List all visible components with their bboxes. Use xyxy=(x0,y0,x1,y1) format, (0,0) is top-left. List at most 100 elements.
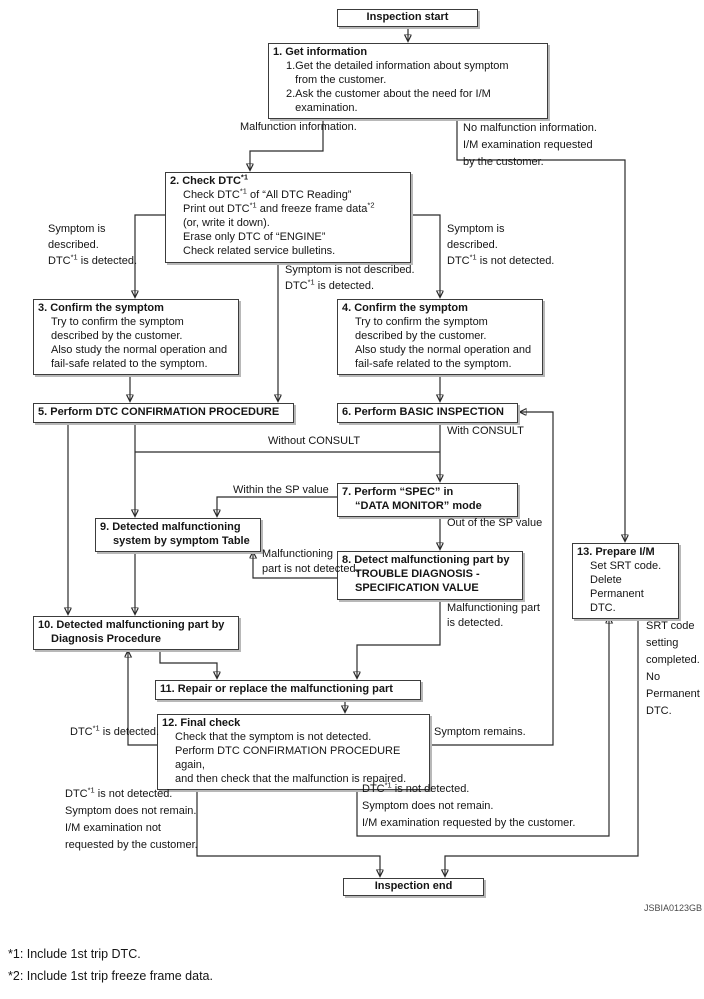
connector-12-to-6-loop xyxy=(430,412,554,746)
node-title: 1. Get information xyxy=(273,46,368,58)
node-line: and then check that the malfunction is r… xyxy=(175,772,407,785)
node-title: 13. Prepare I/M xyxy=(577,546,655,558)
connector-10-to-11 xyxy=(159,649,217,678)
edge-label-line: by the customer. xyxy=(463,156,544,168)
edge-label-malfunctioning-part-not-detected: Malfunctioning part is not detected. xyxy=(262,547,359,577)
edge-label-line: DTC*1 is detected. xyxy=(70,723,160,738)
edge-label-without-consult: Without CONSULT xyxy=(268,434,360,449)
connector-7-to-9 xyxy=(217,496,337,516)
node-line: (or, write it down). xyxy=(183,216,270,229)
connector-8-to-11 xyxy=(357,600,441,678)
node-title: 11. Repair or replace the malfunctioning… xyxy=(160,683,393,695)
edge-label-line: setting xyxy=(646,637,679,649)
node-title: 2. Check DTC*1 xyxy=(170,172,249,187)
footnote-1: *1: Include 1st trip DTC. xyxy=(8,947,141,961)
connector-8-to-9-loop xyxy=(253,552,337,579)
node-title: 4. Confirm the symptom xyxy=(342,302,468,314)
edge-label-line: described. xyxy=(447,239,498,251)
node-title: 7. Perform “SPEC” in xyxy=(342,486,454,498)
node-line: 1.Get the detailed information about sym… xyxy=(286,59,509,72)
edge-label-symptom-remains: Symptom remains. xyxy=(434,725,526,740)
edge-label-line: Malfunctioning part xyxy=(447,602,540,614)
node-line: “DATA MONITOR” mode xyxy=(355,499,482,512)
edge-label-line: I/M examination requested xyxy=(463,139,593,151)
edge-label-line: Symptom is not described. xyxy=(285,264,415,276)
edge-label-line: With CONSULT xyxy=(447,425,524,437)
edge-label-within-sp-value: Within the SP value xyxy=(233,483,329,498)
node-title: 10. Detected malfunctioning part by xyxy=(38,619,225,631)
edge-label-symptom-not-described-dtc-detected: Symptom is not described.DTC*1 is detect… xyxy=(285,262,415,294)
edge-label-line: SRT code xyxy=(646,620,695,632)
edge-label-line: DTC*1 is detected. xyxy=(285,277,375,292)
flow-node-end: Inspection end xyxy=(343,878,484,896)
node-line: described by the customer. xyxy=(51,329,183,342)
node-line: Check related service bulletins. xyxy=(183,244,336,257)
node-line: system by symptom Table xyxy=(113,534,250,547)
flow-node-11: 11. Repair or replace the malfunctioning… xyxy=(155,680,421,700)
edge-label-line: Within the SP value xyxy=(233,484,329,496)
edge-label-line: requested by the customer. xyxy=(65,839,198,851)
node-line: Check that the symptom is not detected. xyxy=(175,730,372,743)
connector-2-to-4 xyxy=(411,214,440,297)
node-line: Try to confirm the symptom xyxy=(355,315,488,328)
edge-label-line: No xyxy=(646,671,661,683)
edge-label-line: I/M examination requested by the custome… xyxy=(362,817,576,829)
node-title: Inspection start xyxy=(366,11,449,24)
node-title: 6. Perform BASIC INSPECTION xyxy=(342,406,504,418)
edge-label-line: I/M examination not xyxy=(65,822,161,834)
node-line: Perform DTC CONFIRMATION PROCEDURE again… xyxy=(175,744,404,771)
edge-label-line: DTC. xyxy=(646,705,672,717)
edge-label-line: completed. xyxy=(646,654,700,666)
node-line: described by the customer. xyxy=(355,329,487,342)
flow-node-start: Inspection start xyxy=(337,9,478,27)
connector-12-to-13 xyxy=(356,617,609,837)
node-title: 3. Confirm the symptom xyxy=(38,302,164,314)
node-line: Also study the normal operation and xyxy=(355,343,532,356)
node-line: 2.Ask the customer about the need for I/… xyxy=(286,87,491,100)
node-title: Inspection end xyxy=(374,880,453,893)
edge-label-dtc-detected: DTC*1 is detected. xyxy=(70,723,160,740)
edge-label-line: Without CONSULT xyxy=(268,435,361,447)
edge-label-line: Malfunctioning xyxy=(262,548,333,560)
node-title: 12. Final check xyxy=(162,717,241,729)
node-line: SPECIFICATION VALUE xyxy=(355,581,479,594)
node-line: fail-safe related to the symptom. xyxy=(355,357,512,370)
edge-label-line: Symptom does not remain. xyxy=(362,800,494,812)
footnote-2: *2: Include 1st trip freeze frame data. xyxy=(8,969,213,983)
edge-label-line: described. xyxy=(48,239,99,251)
node-line: TROUBLE DIAGNOSIS - xyxy=(355,567,480,580)
connector-13-to-end xyxy=(445,615,639,876)
edge-label-line: part is not detected. xyxy=(262,563,359,575)
edge-label-line: DTC*1 is not detected. xyxy=(362,780,470,795)
edge-label-dtc-not-detected-im-not-requested: DTC*1 is not detected. Symptom does not r… xyxy=(65,786,198,854)
connector-12-to-end xyxy=(196,775,380,876)
node-line: examination. xyxy=(286,101,358,114)
node-line: fail-safe related to the symptom. xyxy=(51,357,208,370)
edge-label-line: Symptom does not remain. xyxy=(65,805,197,817)
edge-label-dtc-not-detected-im-requested: DTC*1 is not detected. Symptom does not r… xyxy=(362,781,575,832)
node-line: Also study the normal operation and xyxy=(51,343,228,356)
node-line: DTC. xyxy=(590,601,616,614)
node-line: Set SRT code. xyxy=(590,559,662,572)
edge-label-line: DTC*1 is not detected. xyxy=(65,785,173,800)
connector-1-to-13 xyxy=(456,117,625,541)
connector-1-to-2 xyxy=(250,117,324,170)
edge-label-line: Permanent xyxy=(646,688,700,700)
edge-label-line: No malfunction information. xyxy=(463,122,597,134)
edge-label-line: DTC*1 is not detected. xyxy=(447,252,555,267)
flow-node-5: 5. Perform DTC CONFIRMATION PROCEDURE xyxy=(33,403,294,423)
node-line: Check DTC*1 of “All DTC Reading” xyxy=(183,186,352,201)
edge-label-malfunction-information: Malfunction information. xyxy=(240,120,357,135)
node-line: Permanent xyxy=(590,587,644,600)
connector-12-to-10-loop xyxy=(128,651,157,746)
